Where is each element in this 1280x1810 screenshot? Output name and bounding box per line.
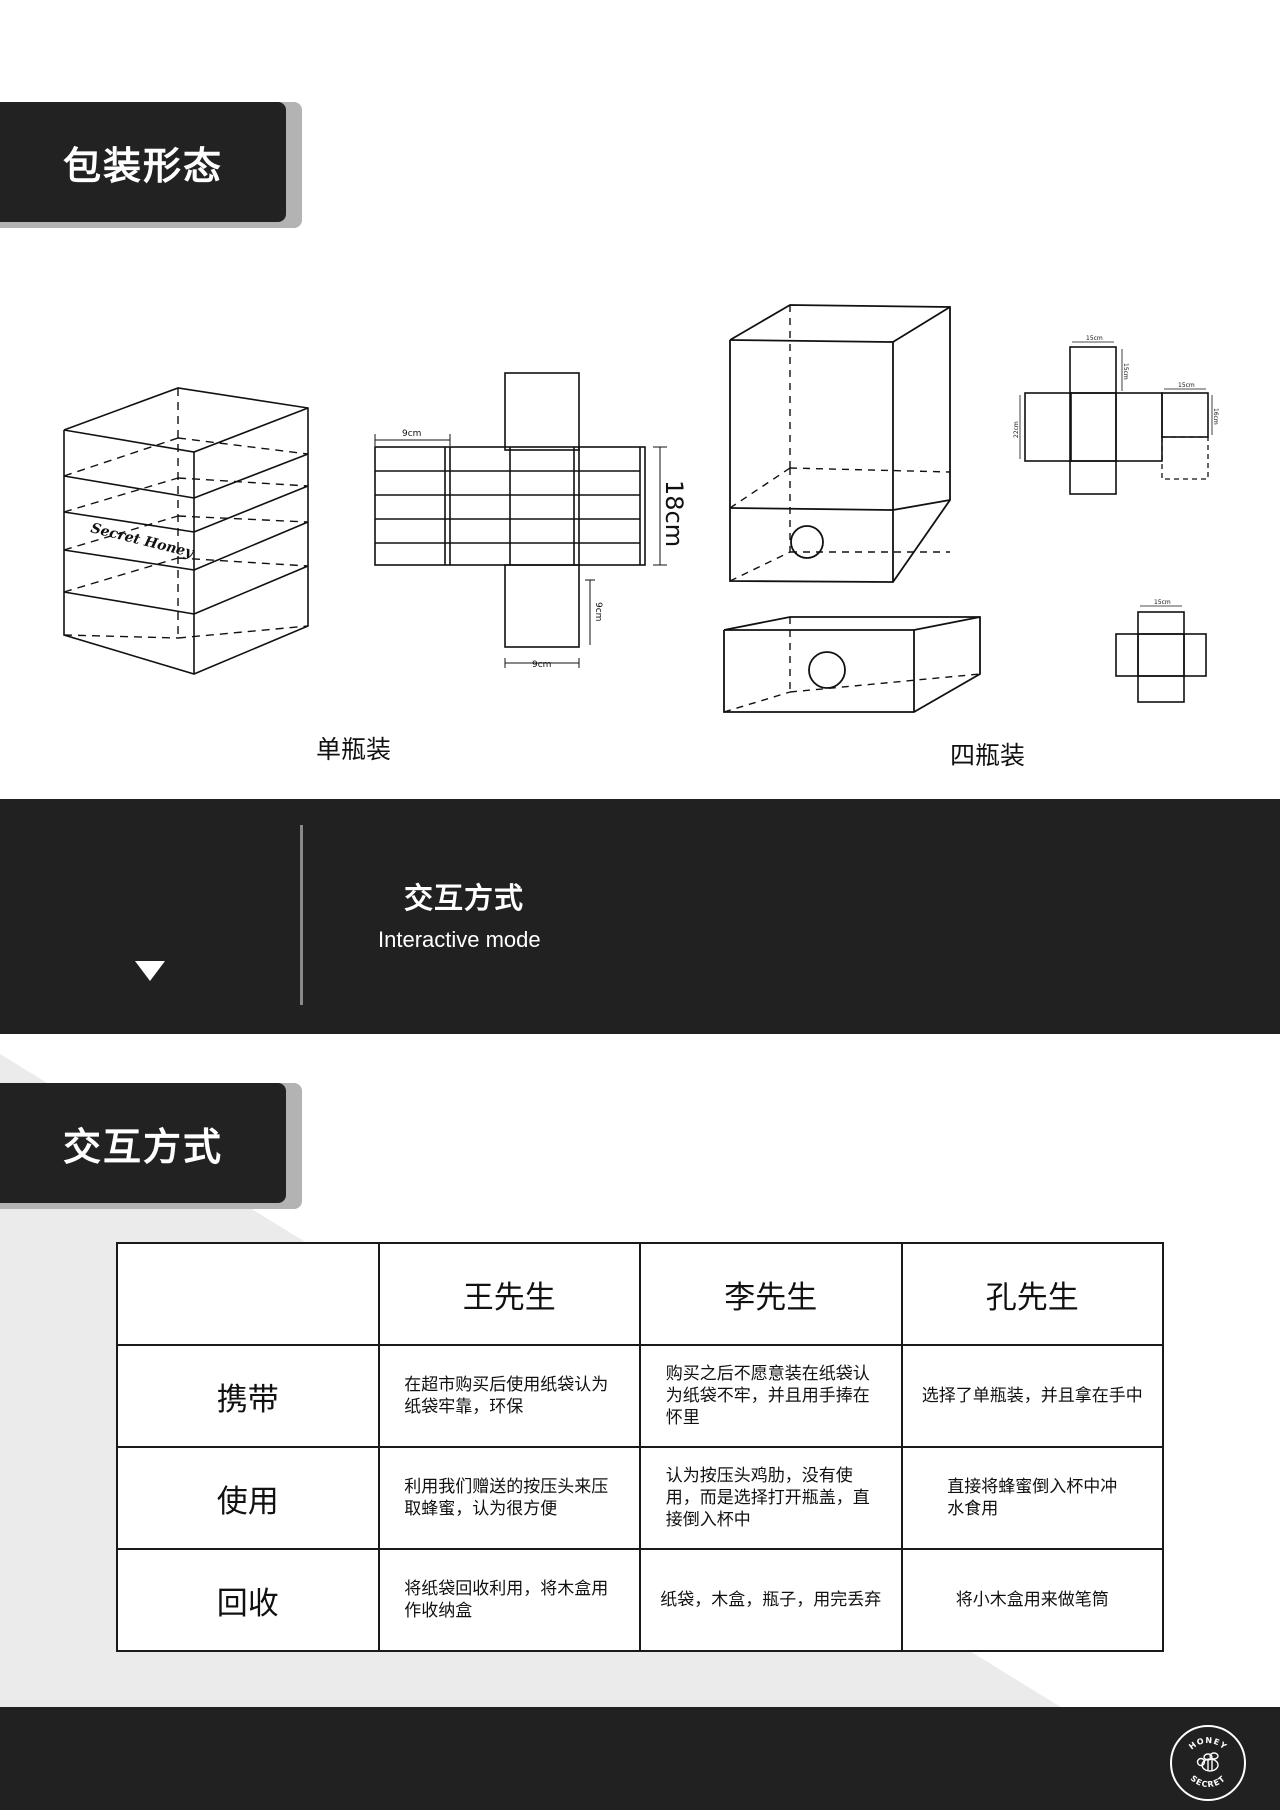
net-height-dim: 22cm	[1013, 421, 1020, 438]
net-side-dim: 15cm	[1122, 363, 1129, 380]
dim-bottom-label: 9cm	[532, 660, 551, 670]
cell-text: 纸袋，木盒，瓶子，用完丢弃	[660, 1590, 882, 1610]
brand-logo: HONEY SECRET	[1170, 1725, 1246, 1801]
cell-text: 将纸袋回收利用，将木盒用作收纳盒	[404, 1579, 609, 1621]
cell-text: 选择了单瓶装，并且拿在手中	[921, 1386, 1143, 1406]
header-cell-kong: 孔先生	[900, 1242, 1164, 1346]
bee-icon	[1196, 1752, 1219, 1772]
logo-text-bottom: SECRET	[1189, 1774, 1227, 1789]
logo-text-top: HONEY	[1187, 1736, 1228, 1752]
band-title: 交互方式	[404, 881, 525, 915]
section-title-packaging: 包装形态	[0, 102, 286, 222]
four-bottle-caption: 四瓶装	[950, 741, 1026, 770]
four-bottle-net-diagram: 15cm 15cm 15cm 16cm 22cm	[1013, 335, 1219, 495]
band-divider	[300, 825, 303, 1005]
dim-width-label: 9cm	[402, 429, 421, 439]
interaction-band: 交互方式 Interactive mode	[0, 799, 1280, 1034]
section-title-interaction: 交互方式	[0, 1083, 286, 1203]
band-subtitle: Interactive mode	[378, 927, 541, 952]
header-cell-empty	[116, 1242, 380, 1346]
table-cell: 选择了单瓶装，并且拿在手中	[900, 1344, 1164, 1448]
table-row: 回收 将纸袋回收利用，将木盒用作收纳盒 纸袋，木盒，瓶子，用完丢弃 将小木盒用来…	[116, 1548, 1164, 1652]
dim-height-label: 18cm	[660, 480, 688, 547]
row-label-carry: 携带	[116, 1344, 380, 1448]
single-bottle-caption: 单瓶装	[316, 735, 392, 764]
table-cell: 认为按压头鸡肋，没有使用，而是选择打开瓶盖，直接倒入杯中	[639, 1446, 903, 1550]
header-cell-li: 李先生	[639, 1242, 903, 1346]
single-bottle-box-diagram: Secret Honey	[63, 387, 309, 675]
net-right-dim: 15cm	[1178, 382, 1195, 389]
row-label-recycle: 回收	[116, 1548, 380, 1652]
cell-text: 认为按压头鸡肋，没有使用，而是选择打开瓶盖，直接倒入杯中	[665, 1466, 870, 1530]
table-cell: 将纸袋回收利用，将木盒用作收纳盒	[377, 1548, 641, 1652]
table-row: 携带 在超市购买后使用纸袋认为纸袋牢靠，环保 购买之后不愿意装在纸袋认为纸袋不牢…	[116, 1344, 1164, 1448]
table-cell: 在超市购买后使用纸袋认为纸袋牢靠，环保	[377, 1344, 641, 1448]
net-tall-dim: 16cm	[1212, 408, 1219, 425]
cell-text: 在超市购买后使用纸袋认为纸袋牢靠，环保	[404, 1375, 609, 1417]
triangle-down-icon	[135, 961, 165, 981]
cell-text: 直接将蜂蜜倒入杯中冲水食用	[947, 1477, 1118, 1519]
dim-flap-label: 9cm	[593, 602, 603, 621]
interaction-table: 王先生 李先生 孔先生 携带 在超市购买后使用纸袋认为纸袋牢靠，环保 购买之后不…	[116, 1242, 1164, 1652]
table-cell: 将小木盒用来做笔筒	[900, 1548, 1164, 1652]
cell-text: 利用我们赠送的按压头来压取蜂蜜，认为很方便	[404, 1477, 609, 1519]
table-cell: 直接将蜂蜜倒入杯中冲水食用	[900, 1446, 1164, 1550]
single-bottle-net-diagram: 9cm 18cm 9cm 9cm	[374, 372, 688, 670]
table-cell: 购买之后不愿意装在纸袋认为纸袋不牢，并且用手捧在怀里	[639, 1344, 903, 1448]
table-row: 使用 利用我们赠送的按压头来压取蜂蜜，认为很方便 认为按压头鸡肋，没有使用，而是…	[116, 1446, 1164, 1550]
footer-bar: HONEY SECRET	[0, 1707, 1280, 1810]
row-label-use: 使用	[116, 1446, 380, 1550]
cell-text: 将小木盒用来做笔筒	[955, 1590, 1109, 1610]
table-header-row: 王先生 李先生 孔先生	[116, 1242, 1164, 1346]
svg-text:HONEY: HONEY	[1187, 1736, 1229, 1752]
net-top-dim: 15cm	[1086, 335, 1103, 342]
svg-text:SECRET: SECRET	[1189, 1774, 1228, 1789]
brand-script-label: Secret Honey	[89, 520, 196, 561]
four-bottle-box-diagram	[723, 304, 981, 713]
cell-text: 购买之后不愿意装在纸袋认为纸袋不牢，并且用手捧在怀里	[665, 1364, 870, 1428]
header-cell-wang: 王先生	[377, 1242, 641, 1346]
table-cell: 纸袋，木盒，瓶子，用完丢弃	[639, 1548, 903, 1652]
drawer-net-diagram: 15cm	[1115, 599, 1207, 703]
table-cell: 利用我们赠送的按压头来压取蜂蜜，认为很方便	[377, 1446, 641, 1550]
drawer-net-dim: 15cm	[1154, 599, 1171, 606]
